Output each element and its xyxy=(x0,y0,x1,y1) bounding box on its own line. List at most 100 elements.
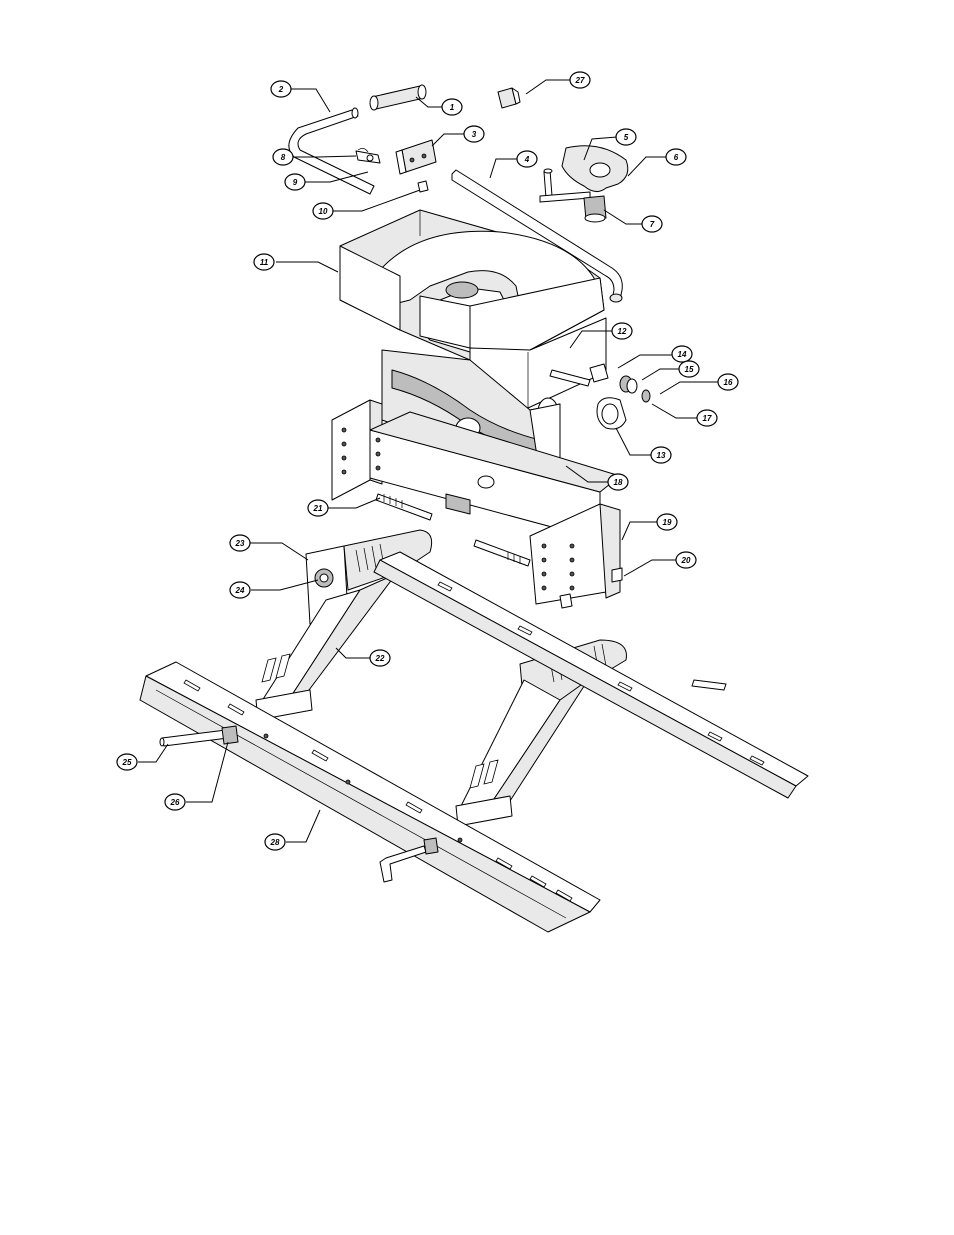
callout-label: 11 xyxy=(260,258,269,267)
callout-label: 3 xyxy=(472,130,477,139)
callout-19: 19 xyxy=(656,513,678,531)
callout-bubble xyxy=(272,148,294,166)
callout-24: 24 xyxy=(229,581,251,599)
part-rail-front xyxy=(139,661,601,933)
part-pin-assembly xyxy=(589,363,651,430)
callout-label: 24 xyxy=(235,586,245,595)
callout-label: 15 xyxy=(685,365,694,374)
callout-label: 4 xyxy=(524,155,530,164)
part-left-leg xyxy=(255,529,433,721)
callout-label: 22 xyxy=(375,654,385,663)
callout-label: 23 xyxy=(235,539,245,548)
part-rail-back xyxy=(373,551,809,799)
callout-28: 28 xyxy=(264,833,286,851)
callout-21: 21 xyxy=(307,499,329,517)
part-rail-pin-front xyxy=(379,837,439,883)
callout-label: 26 xyxy=(170,798,180,807)
callout-bubble xyxy=(270,80,292,98)
callout-bubble xyxy=(441,98,463,116)
callout-bubble xyxy=(253,253,275,271)
callout-13: 13 xyxy=(650,446,672,464)
callout-label: 14 xyxy=(678,350,687,359)
callout-bubble xyxy=(615,128,637,146)
callout-bubble xyxy=(229,534,251,552)
callout-5: 5 xyxy=(615,128,637,146)
callout-bubble xyxy=(164,793,186,811)
callout-bubble xyxy=(307,499,329,517)
callout-20: 20 xyxy=(675,551,697,569)
part-small-clip xyxy=(497,87,521,109)
callout-label: 5 xyxy=(624,133,629,142)
callout-12: 12 xyxy=(611,322,633,340)
callout-label: 12 xyxy=(618,327,627,336)
callout-bubble xyxy=(717,373,739,391)
callout-22: 22 xyxy=(369,649,391,667)
part-release-handle xyxy=(288,107,375,195)
callout-bubble xyxy=(516,150,538,168)
callout-11: 11 xyxy=(253,253,275,271)
callout-bubble xyxy=(656,513,678,531)
callout-bubble xyxy=(675,551,697,569)
callout-label: 9 xyxy=(293,178,298,187)
part-bracket xyxy=(395,139,437,175)
callout-14: 14 xyxy=(671,345,693,363)
callout-label: 25 xyxy=(122,758,132,767)
callout-label: 16 xyxy=(724,378,733,387)
callout-label: 1 xyxy=(450,103,455,112)
part-jaw xyxy=(539,145,629,223)
callout-bubble xyxy=(312,202,334,220)
callout-bubble xyxy=(665,148,687,166)
callout-label: 18 xyxy=(614,478,623,487)
callout-label: 21 xyxy=(313,504,323,513)
callout-17: 17 xyxy=(696,409,718,427)
leader-lines xyxy=(138,79,719,843)
callout-bubble xyxy=(569,71,591,89)
callout-label: 10 xyxy=(319,207,328,216)
callout-9: 9 xyxy=(284,173,306,191)
callout-bubble xyxy=(696,409,718,427)
callout-bubble xyxy=(463,125,485,143)
callout-27: 27 xyxy=(569,71,591,89)
callout-1: 1 xyxy=(441,98,463,116)
callout-bubble xyxy=(678,360,700,378)
part-rail-pin xyxy=(159,725,239,747)
callout-15: 15 xyxy=(678,360,700,378)
callout-bubble xyxy=(650,446,672,464)
part-grip-tube xyxy=(369,84,427,111)
part-long-rod xyxy=(451,169,623,303)
callout-3: 3 xyxy=(463,125,485,143)
callout-label: 20 xyxy=(681,556,691,565)
callout-label: 27 xyxy=(575,76,585,85)
part-cross-frame xyxy=(331,399,623,609)
callout-group: 1234567891011121314151617181920212223242… xyxy=(116,71,739,851)
callout-18: 18 xyxy=(607,473,629,491)
callout-bubble xyxy=(607,473,629,491)
parts-group xyxy=(139,84,809,933)
callout-bubble xyxy=(611,322,633,340)
callout-4: 4 xyxy=(516,150,538,168)
callout-label: 2 xyxy=(278,85,284,94)
callout-label: 28 xyxy=(270,838,280,847)
callout-label: 8 xyxy=(281,153,286,162)
callout-8: 8 xyxy=(272,148,294,166)
callout-label: 19 xyxy=(663,518,672,527)
callout-bubble xyxy=(284,173,306,191)
part-clip-pin xyxy=(355,148,381,164)
callout-label: 6 xyxy=(674,153,679,162)
part-hitch-head xyxy=(339,209,605,361)
callout-bubble xyxy=(671,345,693,363)
callout-2: 2 xyxy=(270,80,292,98)
callout-23: 23 xyxy=(229,534,251,552)
callout-label: 7 xyxy=(650,220,655,229)
callout-label: 17 xyxy=(703,414,712,423)
callout-bubble xyxy=(116,753,138,771)
part-bolt xyxy=(417,180,429,193)
callout-bubble xyxy=(229,581,251,599)
callout-6: 6 xyxy=(665,148,687,166)
callout-25: 25 xyxy=(116,753,138,771)
callout-bubble xyxy=(641,215,663,233)
callout-10: 10 xyxy=(312,202,334,220)
part-spring-bolt xyxy=(375,493,531,567)
callout-7: 7 xyxy=(641,215,663,233)
